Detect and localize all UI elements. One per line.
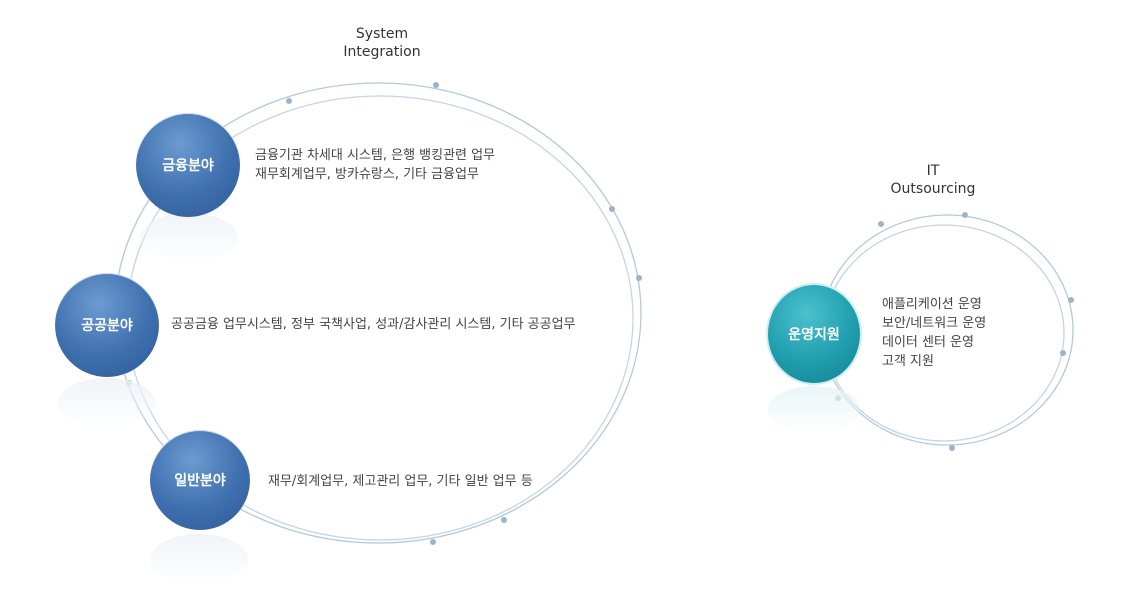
it-outsourcing-title: IT Outsourcing [873,162,993,198]
ring-dot [1068,297,1074,303]
desc-line: 보안/네트워크 운영 [882,316,987,331]
node-reflection [150,534,248,584]
ring-dot [949,445,955,451]
public-node: 공공분야 [55,273,159,377]
node-label: 운영지원 [788,327,840,343]
ring-dot [962,212,968,218]
ring-dot [430,539,436,545]
title-line: System [355,26,409,42]
node-reflection [768,386,860,434]
ring-dot [609,206,615,212]
title-line: IT [926,163,940,179]
operation-support-node: 운영지원 [766,283,862,385]
public-description: 공공금융 업무시스템, 정부 국책사업, 성과/감사관리 시스템, 기타 공공업… [171,315,576,334]
ring-dot [433,82,439,88]
desc-line: 재무/회계업무, 제고관리 업무, 기타 일반 업무 등 [268,474,533,489]
ring-dot [501,517,507,523]
operation-description: 애플리케이션 운영 보안/네트워크 운영 데이터 센터 운영 고객 지원 [882,295,986,371]
ring-dot [636,275,642,281]
node-reflection [58,378,156,428]
desc-line: 재무회계업무, 방카슈랑스, 기타 금융업무 [255,167,479,182]
node-label: 금융분야 [162,158,214,174]
ring-dot [1060,350,1066,356]
general-node: 일반분야 [150,430,250,530]
node-label: 일반분야 [174,473,226,489]
desc-line: 데이터 센터 운영 [882,335,974,350]
general-description: 재무/회계업무, 제고관리 업무, 기타 일반 업무 등 [268,472,533,491]
title-line: Outsourcing [890,181,976,197]
node-reflection [140,213,238,263]
finance-description: 금융기관 차세대 시스템, 은행 뱅킹관련 업무 재무회계업무, 방카슈랑스, … [255,146,495,184]
title-line: Integration [343,44,421,60]
desc-line: 금융기관 차세대 시스템, 은행 뱅킹관련 업무 [255,148,496,163]
finance-node: 금융분야 [136,113,240,217]
system-integration-title: System Integration [322,25,442,61]
node-label: 공공분야 [81,318,133,334]
desc-line: 고객 지원 [882,354,934,369]
desc-line: 애플리케이션 운영 [882,297,982,312]
ring-dot [878,221,884,227]
ring-dot [286,98,292,104]
desc-line: 공공금융 업무시스템, 정부 국책사업, 성과/감사관리 시스템, 기타 공공업… [171,317,576,332]
